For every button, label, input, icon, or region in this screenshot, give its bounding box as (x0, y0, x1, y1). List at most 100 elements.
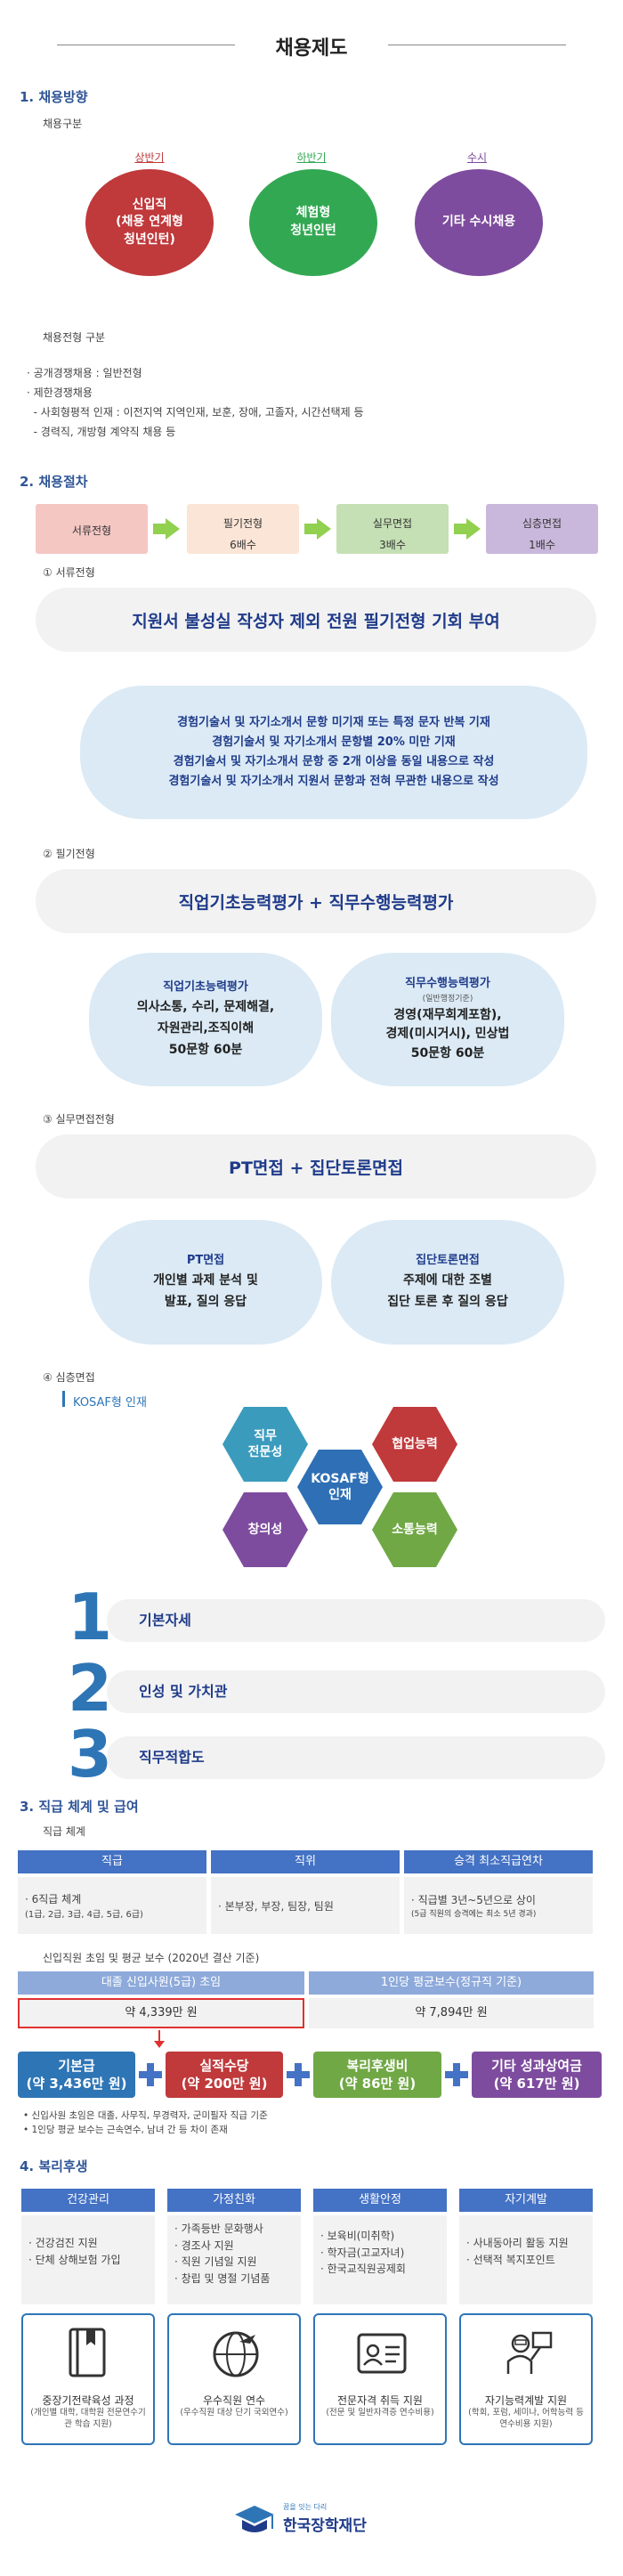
cell-rank: · 6직급 체계(1급, 2급, 3급, 4급, 5급, 6급) (18, 1877, 206, 1934)
footer-tagline: 꿈을 잇는 다리 (283, 2503, 328, 2511)
hex-kosaf-talent: KOSAF형 인재 (297, 1450, 383, 1524)
salary-part-bonus: 기타 성과상여금(약 617만 원) (472, 2052, 602, 2098)
interview-title: PT면접 (186, 1254, 225, 1268)
salary-note: • 1인당 평균 보수는 근속연수, 남녀 간 등 차이 존재 (23, 2125, 228, 2135)
selection-line: - 경력직, 개방형 계약직 채용 등 (27, 426, 176, 438)
welfare-header-health: 건강관리 (21, 2189, 155, 2212)
document-exclusion-criteria: 경험기술서 및 자기소개서 문항 미기재 또는 특정 문자 반복 기재 경험기술… (80, 686, 587, 819)
part-value: (약 200만 원) (181, 2076, 268, 2092)
cell-position: · 본부장, 부장, 팀장, 팀원 (211, 1877, 400, 1934)
average-salary-value: 약 7,894만 원 (309, 1998, 594, 2028)
category-second-half: 하반기 (296, 151, 327, 164)
salary-part-base: 기본급 (약 3,436만 원) (18, 2052, 135, 2098)
deep-item-job-fit: 직무적합도 (107, 1736, 605, 1779)
welfare-item: · 건강검진 지원 (28, 2237, 98, 2249)
eval-title: 직무수행능력평가 (405, 977, 490, 991)
header-average-salary: 1인당 평균보수(정규직 기준) (309, 1971, 594, 1995)
kosaf-marker (62, 1391, 65, 1407)
step-document: 서류전형 (36, 504, 148, 554)
welfare-item: · 한국교직원공제회 (320, 2263, 406, 2276)
part-name: 복리후생비 (346, 2057, 409, 2074)
selection-line: · 공개경쟁채용 : 일반전형 (27, 367, 142, 379)
card-caption: 우수직원 연수(우수직원 대상 단기 국외연수) (173, 2393, 295, 2419)
card-title: 자기능력계발 지원 (484, 2394, 568, 2407)
logo-mortarboard-icon (235, 2506, 274, 2532)
card-caption: 전문자격 취득 지원(전문 및 일반자격증 연수비용) (319, 2393, 441, 2419)
section-recruitment-direction-title: 1. 채용방향 (20, 89, 88, 105)
card-excellent-staff-training: 우수직원 연수(우수직원 대상 단기 국외연수) (167, 2313, 301, 2445)
job-performance-eval: 직무수행능력평가 (일반행정기준) 경영(재무회계포함), 경제(미시거시), … (331, 953, 564, 1086)
card-caption: 중장기전략육성 과정(개인별 대학, 대학원 전문연수기관 학습 지원) (27, 2393, 150, 2431)
cell-promotion: · 직급별 3년~5년으로 상이(5급 직원의 승격에는 최소 5년 경과) (404, 1877, 593, 1934)
hex-communication: 소통능력 (372, 1492, 457, 1567)
welfare-list-development: · 사내동아리 활동 지원· 선택적 복지포인트 (459, 2215, 593, 2304)
welfare-header-living: 생활안정 (313, 2189, 447, 2212)
welfare-item: · 선택적 복지포인트 (466, 2253, 555, 2266)
eval-title: 직업기초능력평가 (163, 980, 248, 995)
welfare-header-development: 자기계발 (459, 2189, 593, 2212)
criteria-line: 경험기술서 및 자기소개서 문항 미기재 또는 특정 문자 반복 기재 (177, 715, 490, 729)
card-title: 중장기전략육성 과정 (42, 2394, 134, 2407)
criteria-line: 경험기술서 및 자기소개서 지원서 문항과 전혀 무관한 내용으로 작성 (168, 775, 499, 789)
card-note: (학회, 포럼, 세미나, 어학능력 등 연수비용 지원) (468, 2408, 584, 2429)
deep-interview-label: ④ 심층면접 (43, 1371, 95, 1384)
card-long-term-training: 중장기전략육성 과정(개인별 대학, 대학원 전문연수기관 학습 지원) (21, 2313, 155, 2445)
interview-body: 집단 토론 후 질의 응답 (387, 1295, 508, 1310)
interview-body: 개인별 과제 분석 및 (153, 1273, 258, 1288)
subsection-selection-type: 채용전형 구분 (43, 331, 106, 344)
salary-label: 신입직원 초임 및 평균 보수 (2020년 결산 기준) (43, 1952, 260, 1964)
welfare-item: · 가족등반 문화행사 (174, 2223, 263, 2235)
cell-main: · 직급별 3년~5년으로 상이 (411, 1894, 536, 1906)
part-value: (약 617만 원) (493, 2076, 580, 2092)
id-card-icon (357, 2333, 407, 2374)
document-screening-headline: 지원서 불성실 작성자 제외 전원 필기전형 기회 부여 (36, 588, 596, 652)
part-value: (약 3,436만 원) (26, 2076, 127, 2092)
practical-interview-headline: PT면접 + 집단토론면접 (36, 1134, 596, 1199)
arrow-right-icon (304, 518, 331, 540)
interview-title: 집단토론면접 (416, 1254, 480, 1268)
eval-body: 경제(미시거시), 민상법 (385, 1027, 510, 1042)
header-promotion-years: 승격 최소직급연차 (404, 1850, 593, 1873)
category-occasional: 수시 (466, 151, 488, 164)
plus-icon (445, 2063, 468, 2086)
eval-body: 자원관리,조직이해 (157, 1021, 255, 1036)
part-name: 기본급 (58, 2057, 95, 2074)
item-number: 1 (68, 1580, 113, 1654)
section-rank-salary-title: 3. 직급 체계 및 급여 (20, 1799, 139, 1815)
eval-duration: 50문항 60분 (410, 1045, 485, 1060)
salary-part-performance: 실적수당 (약 200만 원) (166, 2052, 283, 2098)
part-name: 실적수당 (199, 2057, 249, 2074)
salary-part-welfare: 복리후생비 (약 86만 원) (313, 2052, 441, 2098)
welfare-item: · 보육비(미취학) (320, 2230, 395, 2242)
welfare-list-health: · 건강검진 지원 · 단체 상해보험 가입 (21, 2215, 155, 2304)
section-welfare-title: 4. 복리후생 (20, 2158, 88, 2174)
eval-duration: 50문항 60분 (168, 1042, 243, 1057)
card-title: 전문자격 취득 지원 (337, 2394, 423, 2407)
header-starting-salary: 대졸 신입사원(5급) 초임 (18, 1971, 304, 1995)
practical-interview-label: ③ 실무면접전형 (43, 1113, 115, 1125)
circle-experience-intern: 체험형 청년인턴 (249, 169, 377, 276)
welfare-item: · 경조사 지원 (174, 2239, 234, 2252)
globe-icon (213, 2331, 259, 2377)
kosaf-talent-label: KOSAF형 인재 (73, 1396, 147, 1410)
eval-body: 의사소통, 수리, 문제해결, (136, 1000, 275, 1015)
subsection-recruitment-type: 채용구분 (43, 118, 83, 130)
hex-collaboration: 협업능력 (372, 1407, 457, 1482)
pt-interview: PT면접 개인별 과제 분석 및 발표, 질의 응답 (89, 1220, 322, 1345)
welfare-item: · 학자금(고교자녀) (320, 2246, 405, 2259)
welfare-list-family: · 가족등반 문화행사· 경조사 지원· 직원 기념일 지원· 창립 및 명절 … (167, 2215, 301, 2304)
criteria-line: 경험기술서 및 자기소개서 문항 중 2개 이상을 동일 내용으로 작성 (173, 755, 495, 768)
hex-job-expertise: 직무 전문성 (222, 1407, 308, 1482)
card-note: (우수직원 대상 단기 국외연수) (180, 2408, 288, 2418)
section-recruitment-process-title: 2. 채용절차 (20, 474, 88, 490)
welfare-item: · 직원 기념일 지원 (174, 2255, 257, 2269)
circle-new-hire: 신입직 (채용 연계형 청년인턴) (85, 169, 214, 276)
part-value: (약 86만 원) (338, 2076, 417, 2092)
welfare-item: · 단체 상해보험 가입 (28, 2253, 121, 2266)
item-number: 2 (68, 1651, 113, 1726)
group-discussion-interview: 집단토론면접 주제에 대한 조별 집단 토론 후 질의 응답 (331, 1220, 564, 1345)
criteria-line: 경험기술서 및 자기소개서 문항별 20% 미만 기재 (212, 735, 456, 749)
footer-org-name: 한국장학재단 (283, 2517, 367, 2535)
